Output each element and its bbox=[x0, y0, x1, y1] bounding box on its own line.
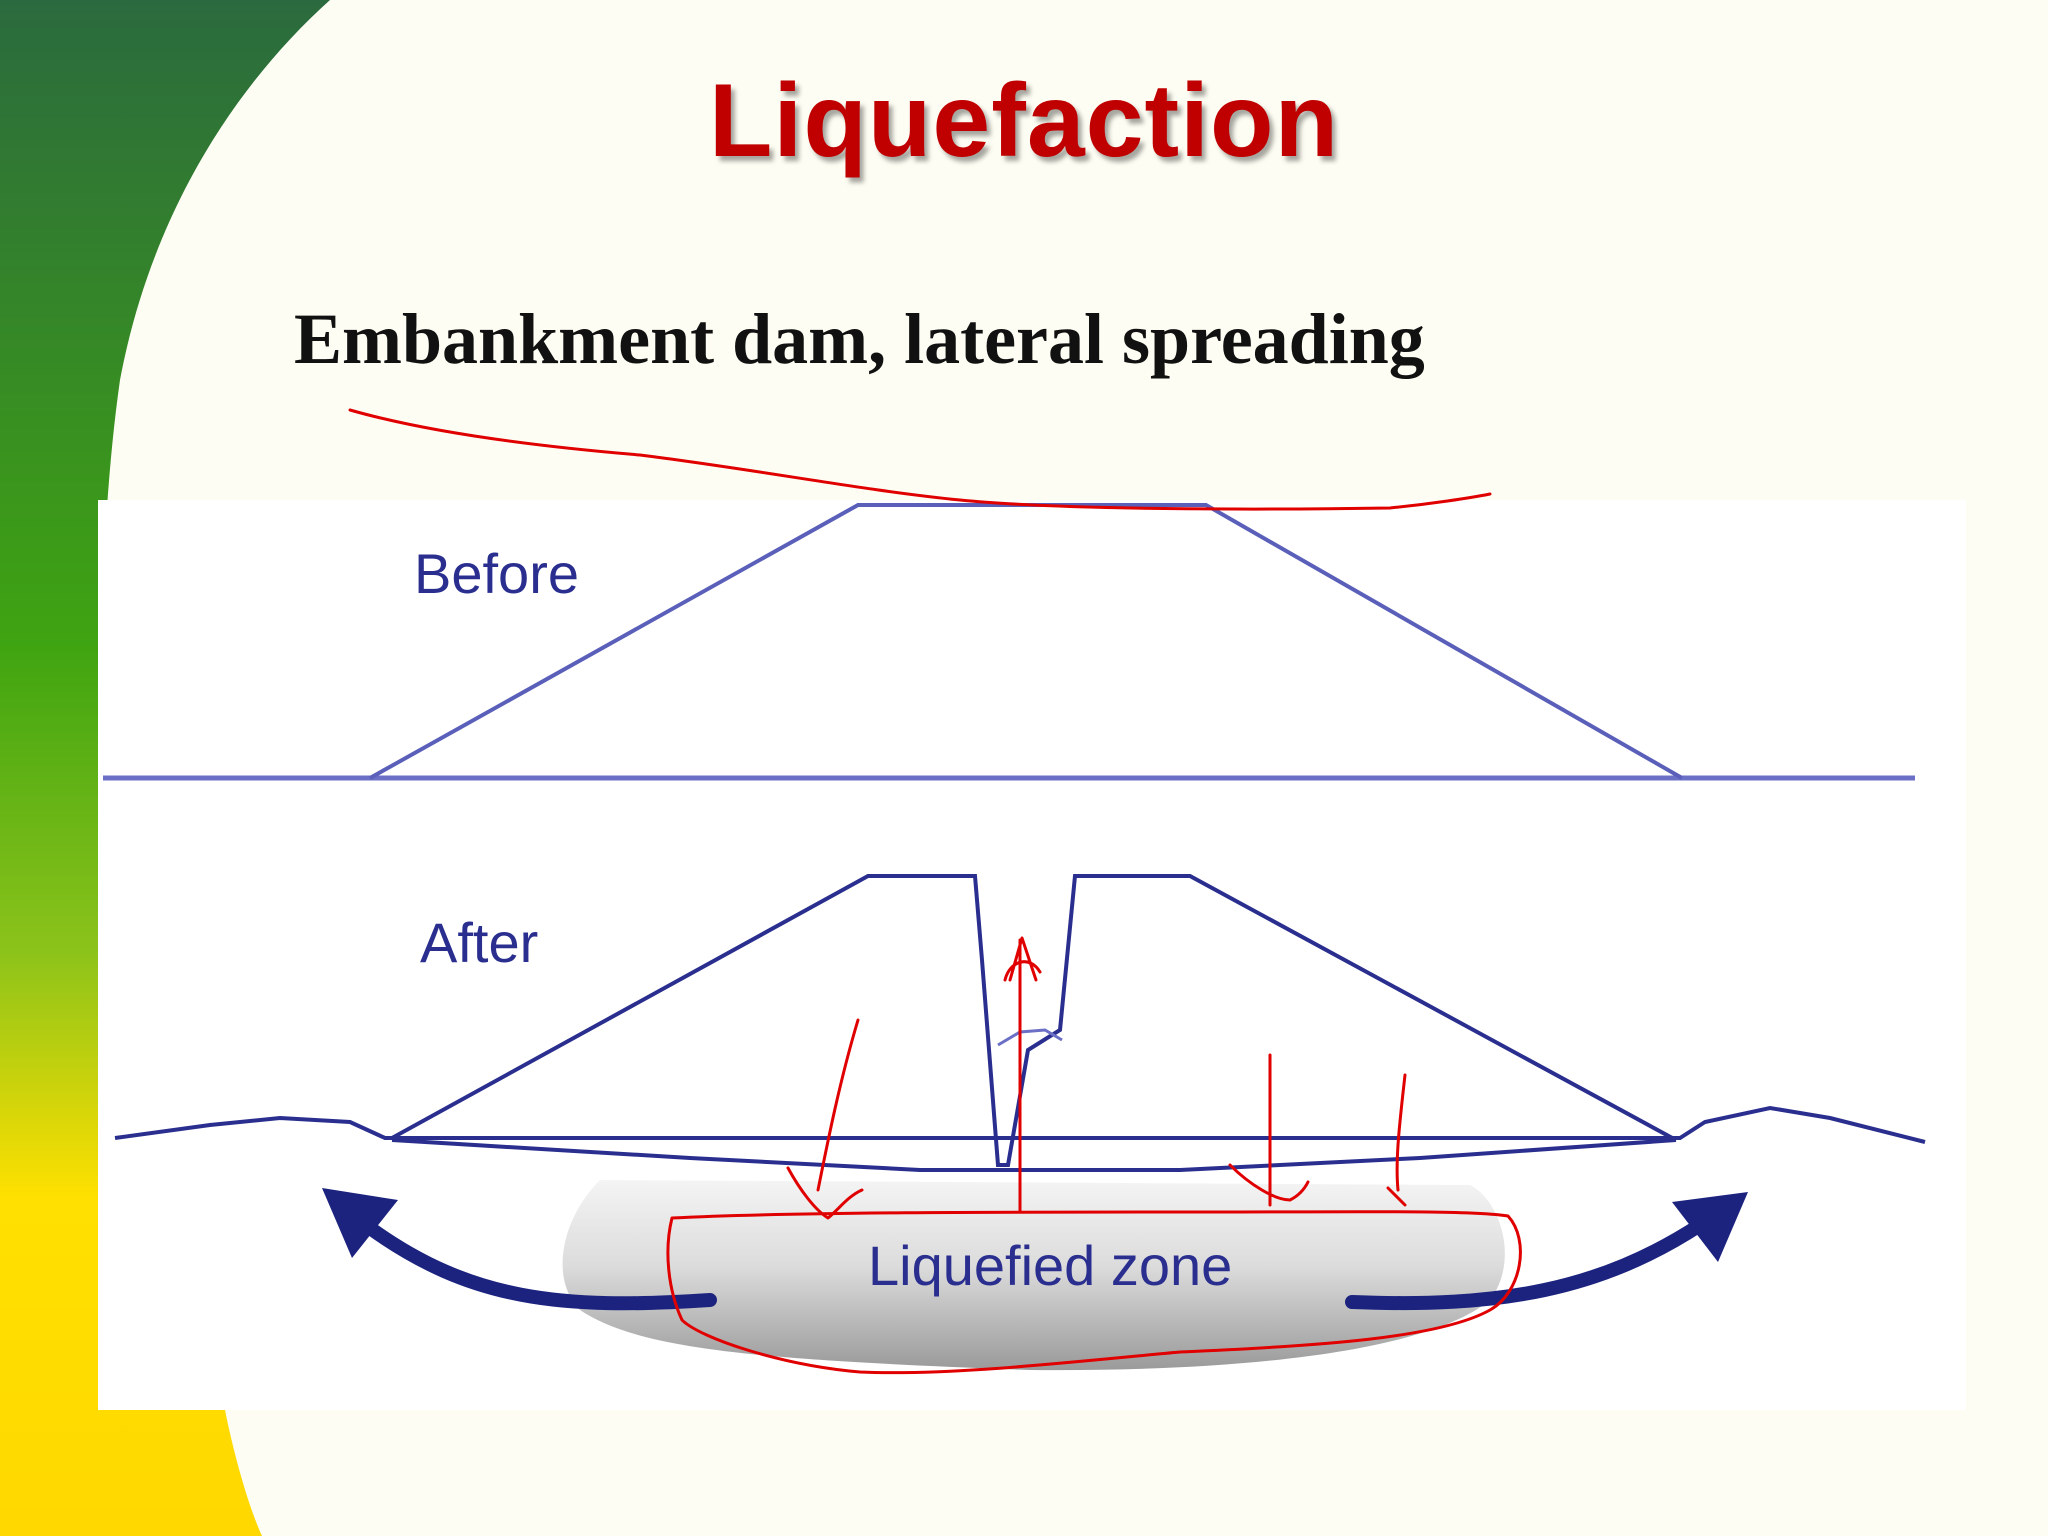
green-yellow-side-band bbox=[0, 0, 330, 1536]
after-ground-line bbox=[114, 1105, 1926, 1144]
crest-annotation-line bbox=[348, 408, 1492, 511]
right-arrow-annotation bbox=[1386, 1073, 1407, 1207]
slide-subtitle: Embankment dam, lateral spreading bbox=[294, 299, 1425, 379]
left-spread-arrow bbox=[322, 1188, 717, 1311]
after-label: After bbox=[420, 911, 538, 974]
zone-outline-annotation bbox=[666, 1210, 1522, 1375]
left-arrow-annotation bbox=[786, 1018, 864, 1220]
liquefied-zone-label: Liquefied zone bbox=[868, 1234, 1232, 1297]
after-crack-inner bbox=[997, 1028, 1063, 1047]
red-annotations bbox=[348, 408, 1522, 1375]
right-spread-arrow bbox=[1345, 1192, 1748, 1311]
slide-title: Liquefaction bbox=[708, 63, 1340, 179]
after-embankment-outline bbox=[391, 874, 1677, 1167]
mid-right-arrow-annotation bbox=[1228, 1053, 1310, 1207]
center-arrow-annotation bbox=[1003, 936, 1042, 1214]
after-base-line bbox=[391, 1138, 1677, 1172]
liquefied-zone-blob bbox=[562, 1180, 1505, 1371]
before-label: Before bbox=[414, 542, 579, 605]
